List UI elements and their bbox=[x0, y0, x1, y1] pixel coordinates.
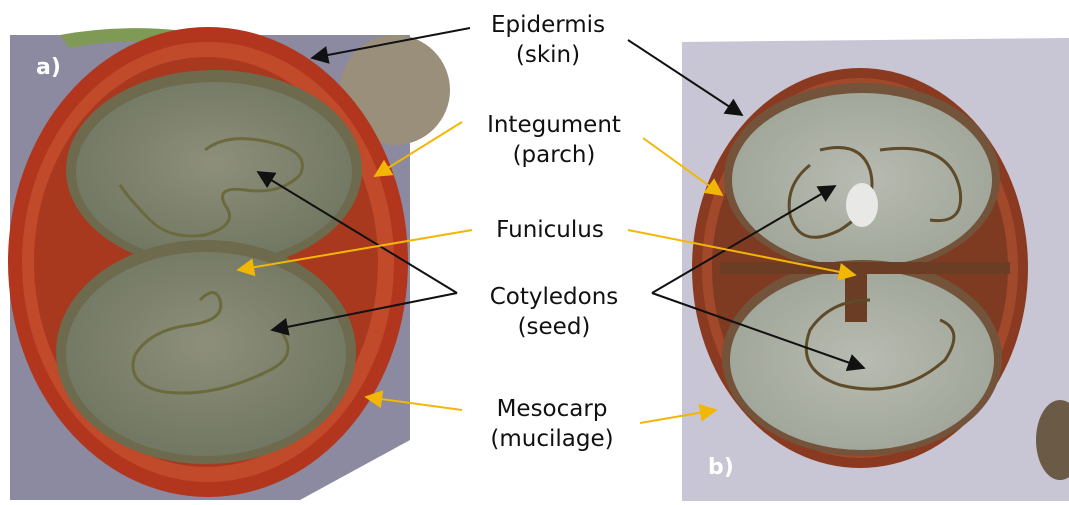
label-epidermis-name: Epidermis bbox=[491, 10, 605, 40]
panel-a-tag: a) bbox=[36, 55, 61, 80]
label-cotyledons-note: (seed) bbox=[490, 312, 619, 342]
label-integument: Integument (parch) bbox=[487, 110, 621, 170]
label-funiculus: Funiculus bbox=[496, 215, 604, 245]
panel-b-tag: b) bbox=[708, 455, 734, 480]
label-epidermis-note: (skin) bbox=[491, 40, 605, 70]
label-epidermis: Epidermis (skin) bbox=[491, 10, 605, 70]
label-integument-name: Integument bbox=[487, 110, 621, 140]
panel-a-photo bbox=[8, 27, 450, 500]
label-mesocarp-name: Mesocarp bbox=[490, 394, 613, 424]
panel-b-photo bbox=[682, 38, 1069, 501]
label-integument-note: (parch) bbox=[487, 140, 621, 170]
label-cotyledons-name: Cotyledons bbox=[490, 282, 619, 312]
label-funiculus-name: Funiculus bbox=[496, 215, 604, 245]
label-mesocarp: Mesocarp (mucilage) bbox=[490, 394, 613, 454]
label-mesocarp-note: (mucilage) bbox=[490, 424, 613, 454]
label-cotyledons: Cotyledons (seed) bbox=[490, 282, 619, 342]
